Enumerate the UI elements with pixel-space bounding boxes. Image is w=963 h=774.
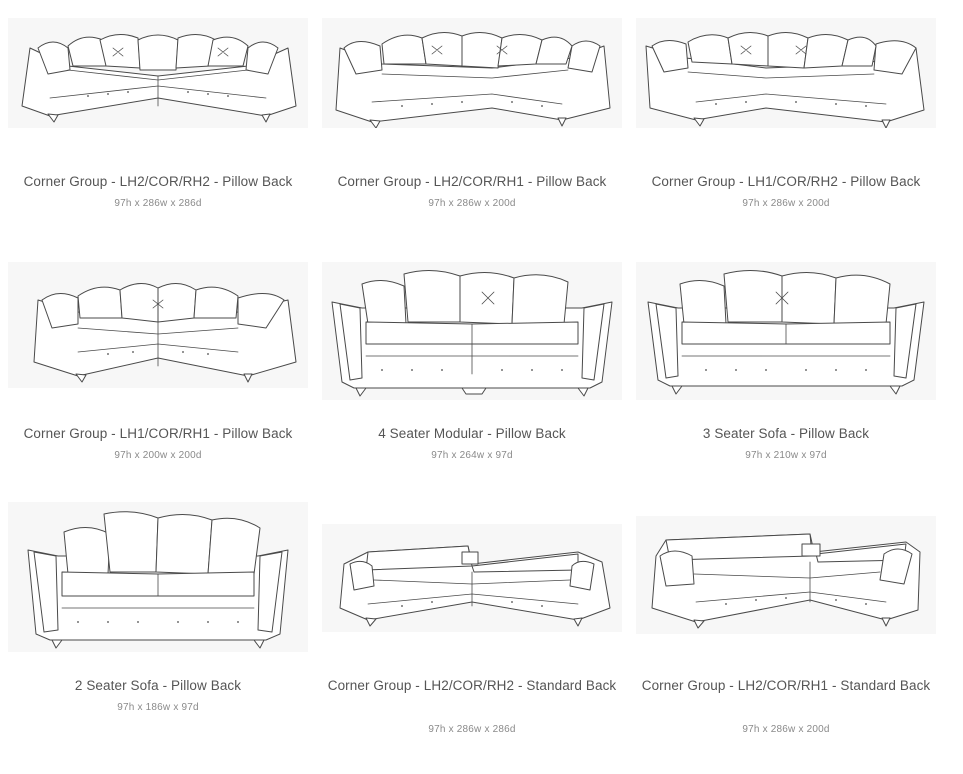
product-title[interactable]: Corner Group - LH2/COR/RH1 - Pillow Back bbox=[337, 174, 607, 189]
product-dimensions: 97h x 286w x 200d bbox=[742, 724, 830, 735]
product-dimensions: 97h x 264w x 97d bbox=[431, 450, 513, 461]
product-dimensions: 97h x 286w x 286d bbox=[114, 198, 202, 209]
corner-sofa-drawing bbox=[33, 283, 297, 383]
corner-sofa-image[interactable] bbox=[636, 516, 936, 634]
product-dimensions: 97h x 286w x 200d bbox=[742, 198, 830, 209]
product-title[interactable]: 4 Seater Modular - Pillow Back bbox=[378, 426, 566, 441]
product-card[interactable]: Corner Group - LH2/COR/RH2 - Pillow Back… bbox=[8, 18, 308, 218]
sofa-image[interactable] bbox=[8, 502, 308, 652]
corner-sofa-image[interactable] bbox=[322, 18, 622, 128]
product-card[interactable]: 4 Seater Modular - Pillow Back 97h x 264… bbox=[322, 262, 622, 472]
product-title[interactable]: Corner Group - LH2/COR/RH2 - Pillow Back bbox=[23, 174, 293, 189]
corner-sofa-image[interactable] bbox=[8, 262, 308, 388]
product-card[interactable]: Corner Group - LH2/COR/RH2 - Standard Ba… bbox=[322, 524, 622, 744]
product-dimensions: 97h x 286w x 286d bbox=[428, 724, 516, 735]
corner-sofa-image[interactable] bbox=[636, 18, 936, 128]
corner-sofa-drawing bbox=[651, 533, 921, 629]
product-card[interactable]: Corner Group - LH1/COR/RH1 - Pillow Back… bbox=[8, 262, 308, 472]
product-title[interactable]: Corner Group - LH1/COR/RH1 - Pillow Back bbox=[23, 426, 293, 441]
sofa-drawing bbox=[331, 270, 613, 397]
product-title[interactable]: Corner Group - LH2/COR/RH2 - Standard Ba… bbox=[327, 678, 617, 693]
corner-sofa-drawing bbox=[339, 545, 611, 627]
corner-sofa-drawing bbox=[21, 34, 297, 123]
product-dimensions: 97h x 286w x 200d bbox=[428, 198, 516, 209]
product-card[interactable]: 3 Seater Sofa - Pillow Back 97h x 210w x… bbox=[636, 262, 936, 472]
product-card[interactable]: Corner Group - LH2/COR/RH1 - Pillow Back… bbox=[322, 18, 622, 218]
sofa-image[interactable] bbox=[636, 262, 936, 400]
corner-sofa-image[interactable] bbox=[322, 524, 622, 632]
sofa-image[interactable] bbox=[322, 262, 622, 400]
corner-sofa-image[interactable] bbox=[8, 18, 308, 128]
product-title[interactable]: Corner Group - LH2/COR/RH1 - Standard Ba… bbox=[641, 678, 931, 693]
product-title[interactable]: 2 Seater Sofa - Pillow Back bbox=[74, 678, 242, 693]
sofa-drawing bbox=[27, 511, 289, 649]
corner-sofa-drawing bbox=[645, 32, 925, 128]
product-title[interactable]: 3 Seater Sofa - Pillow Back bbox=[702, 426, 870, 441]
product-dimensions: 97h x 200w x 200d bbox=[114, 450, 202, 461]
product-card[interactable]: Corner Group - LH2/COR/RH1 - Standard Ba… bbox=[636, 516, 936, 736]
product-card[interactable]: Corner Group - LH1/COR/RH2 - Pillow Back… bbox=[636, 18, 936, 218]
corner-sofa-drawing bbox=[335, 32, 611, 128]
product-card[interactable]: 2 Seater Sofa - Pillow Back 97h x 186w x… bbox=[8, 502, 308, 722]
product-title[interactable]: Corner Group - LH1/COR/RH2 - Pillow Back bbox=[651, 174, 921, 189]
product-dimensions: 97h x 210w x 97d bbox=[745, 450, 827, 461]
sofa-drawing bbox=[647, 270, 925, 395]
product-dimensions: 97h x 186w x 97d bbox=[117, 702, 199, 713]
